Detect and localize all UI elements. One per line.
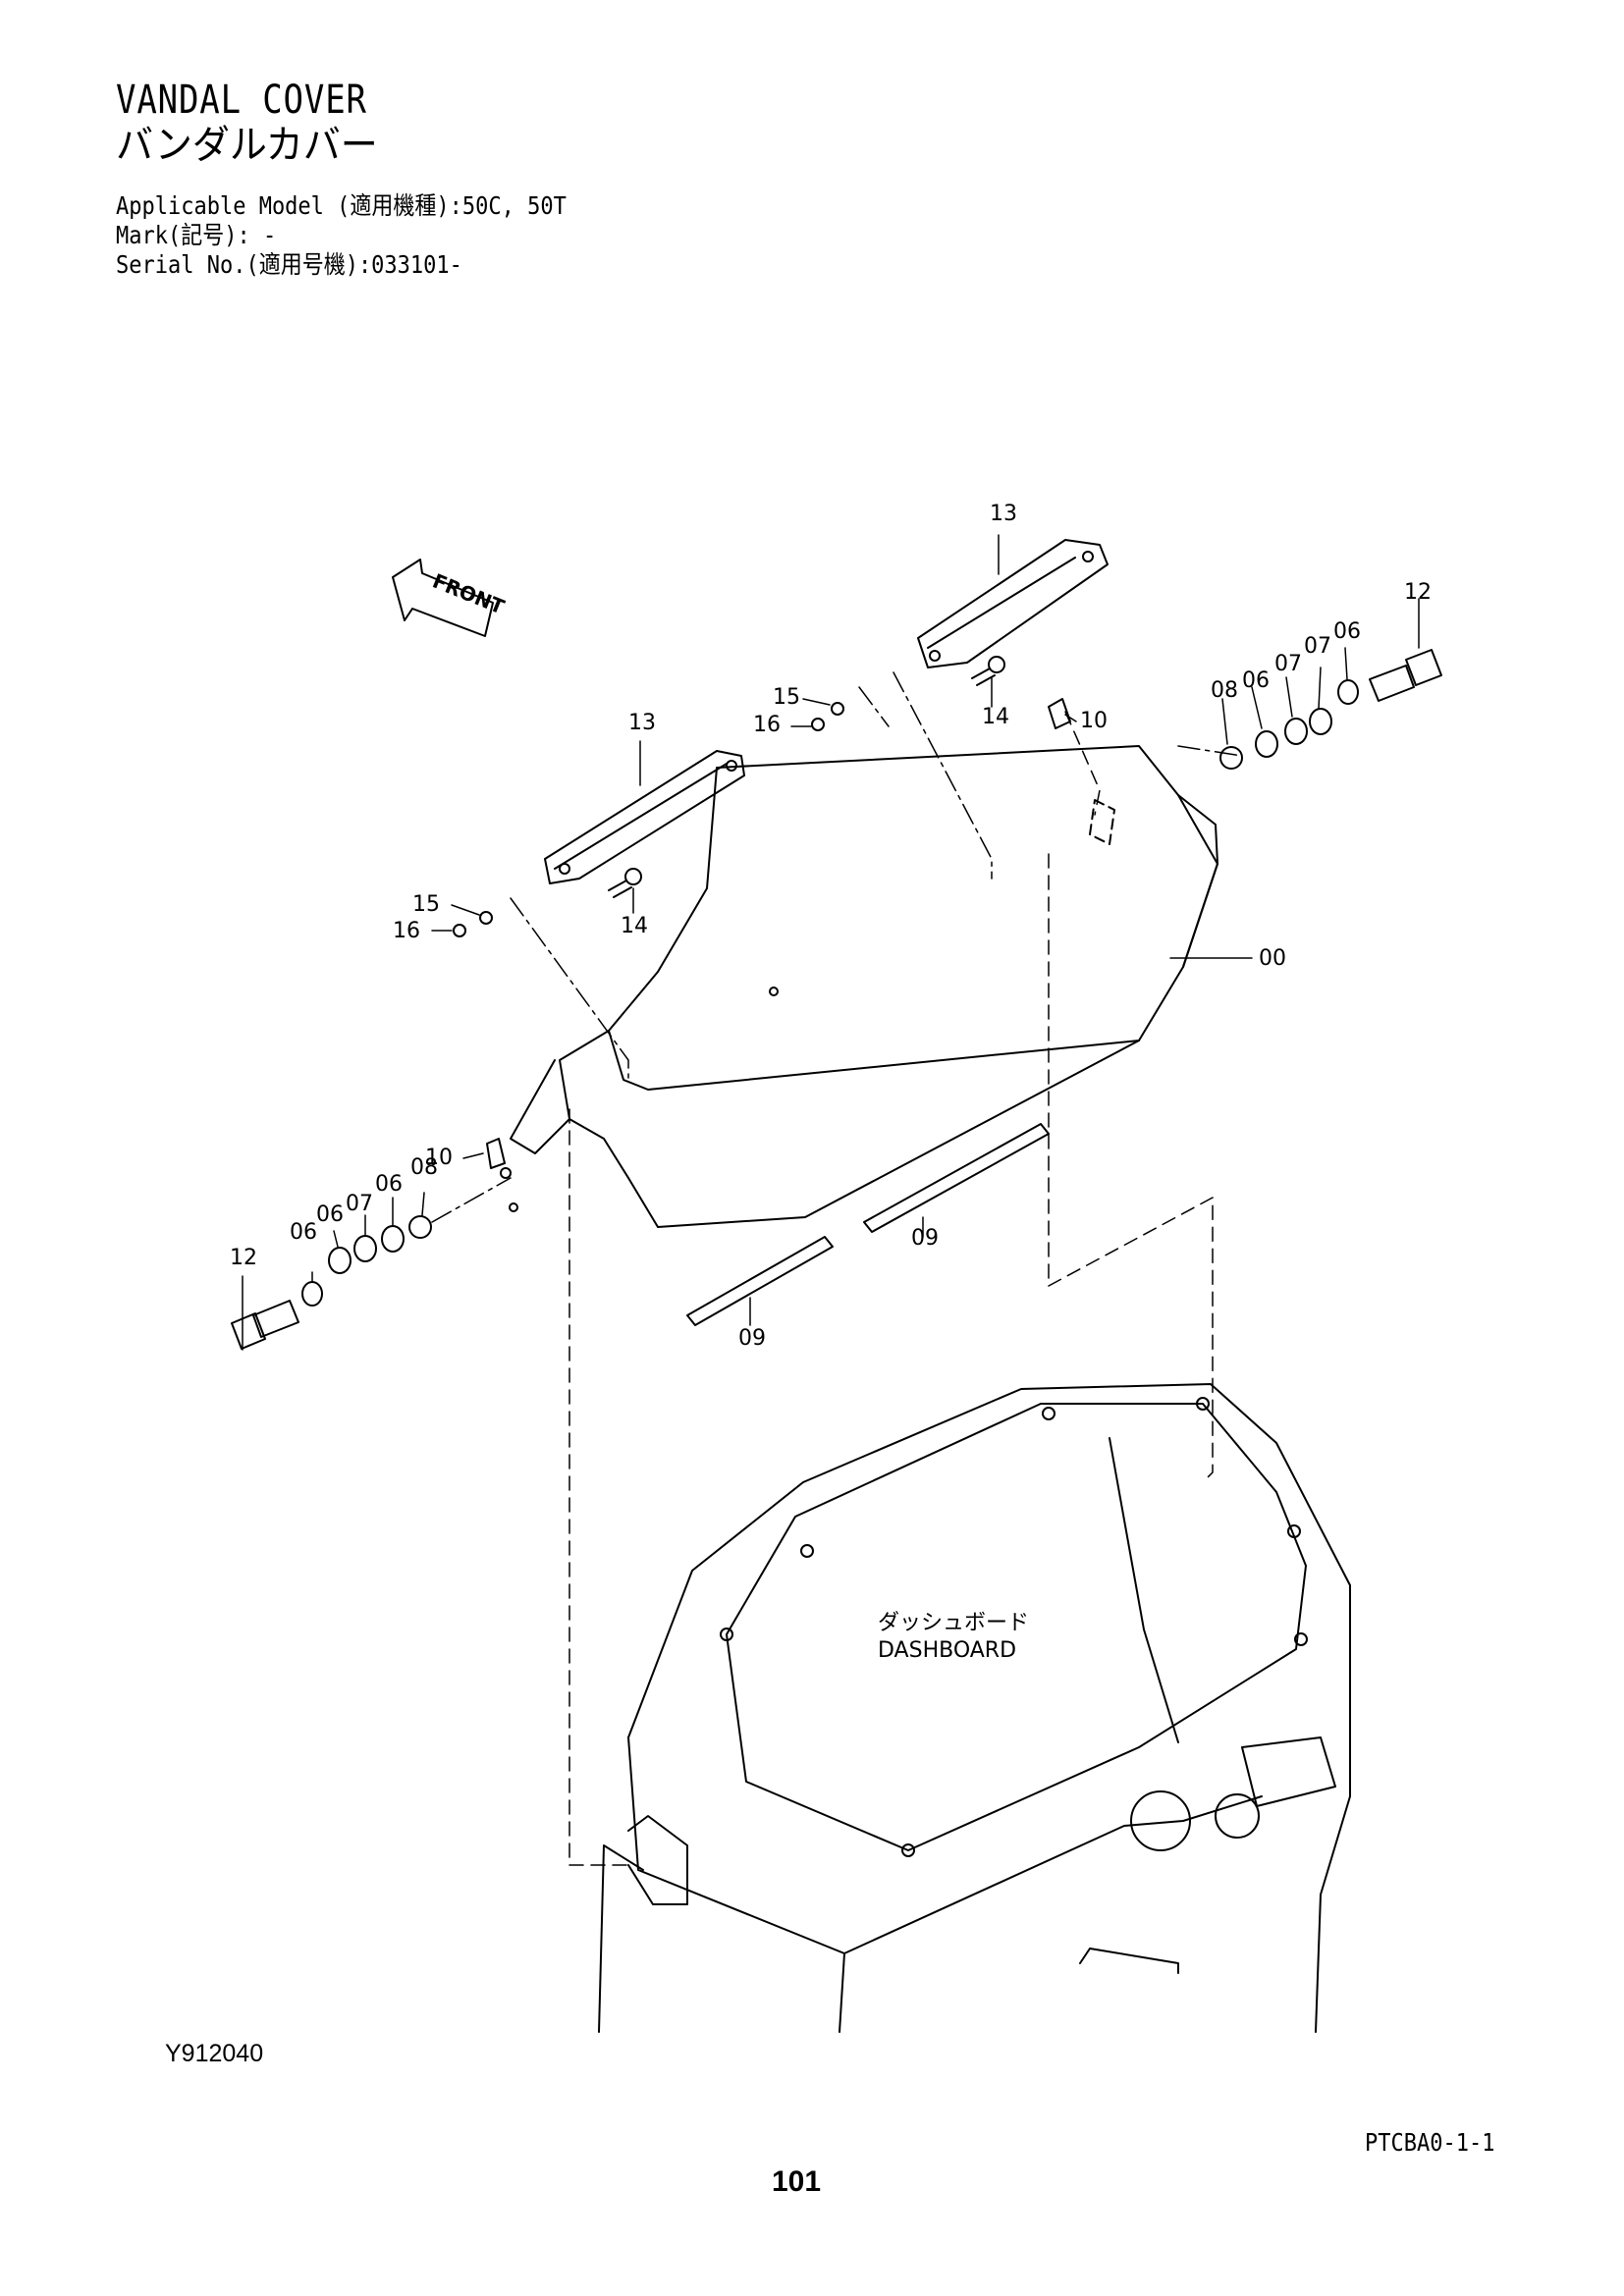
callout-14-lower: 14 [621,914,648,938]
front-label: FRONT [429,568,508,618]
callout-16-lower: 16 [393,919,420,943]
bolt-14-lower [608,868,642,898]
washer-15a [831,702,844,716]
handle-upper [917,539,1109,668]
bolt-stack-left [231,1215,432,1350]
callout-09-upper: 09 [911,1226,939,1251]
callout-06-right-b: 06 [1333,619,1361,644]
mark-line: Mark(記号): - [116,221,277,249]
callout-00: 00 [1259,946,1286,971]
page-title-jp: バンダルカバー [116,123,378,168]
callout-10-upper: 10 [1080,709,1108,733]
nut-16a [811,718,825,731]
callout-08-left: 08 [410,1155,438,1180]
serial-number: Serial No.(適用号機):033101- [116,250,462,279]
callout-13-lower: 13 [628,711,656,735]
callout-07-left-b: 07 [346,1192,373,1216]
callout-08-right: 08 [1211,678,1238,703]
callout-10-lower: 10 [425,1146,453,1170]
seal-09b [686,1236,834,1326]
dashboard-label-jp: ダッシュボード [878,1611,1029,1635]
clip-10a [1048,698,1071,729]
svg-text:FRONT: FRONT [429,568,508,618]
washer-15b [479,911,493,925]
vandal-cover-shape [500,745,1218,1228]
center-lines [431,671,1243,1223]
bolt-stack-right [1219,649,1442,770]
callout-15-upper: 15 [773,685,800,710]
nut-16b [453,924,466,937]
clip-10b [486,1138,506,1169]
callout-12-right: 12 [1404,580,1432,605]
callout-09-lower: 09 [738,1326,766,1351]
front-arrow-icon [392,559,494,637]
handle-lower [544,750,745,884]
leader-lines [242,534,1420,1351]
callout-07-right: 07 [1274,652,1302,676]
callout-16-upper: 16 [753,713,781,737]
dashboard-label-en: DASHBOARD [878,1638,1016,1663]
callout-12-left: 12 [230,1246,257,1270]
callout-06-left-a: 06 [290,1220,317,1245]
callout-07-right-b: 07 [1304,634,1331,659]
figure-number: Y912040 [165,2040,264,2067]
callout-06-left-b: 06 [375,1172,403,1197]
dashed-lines [568,711,1214,1866]
callout-15-lower: 15 [412,892,440,917]
seal-09a [863,1123,1050,1233]
callout-13-upper: 13 [990,502,1017,526]
reference-code: PTCBA0-1-1 [1365,2128,1495,2157]
callout-07-left: 06 [316,1202,344,1227]
dashboard-shape [598,1383,1351,2033]
bolt-14-upper [971,656,1005,686]
callout-14-upper: 14 [982,705,1009,729]
page-title-en: VANDAL COVER [116,78,367,123]
applicable-model: Applicable Model (適用機種):50C, 50T [116,191,567,220]
page-number: 101 [772,2165,822,2198]
callout-06-right-a: 06 [1242,668,1270,693]
